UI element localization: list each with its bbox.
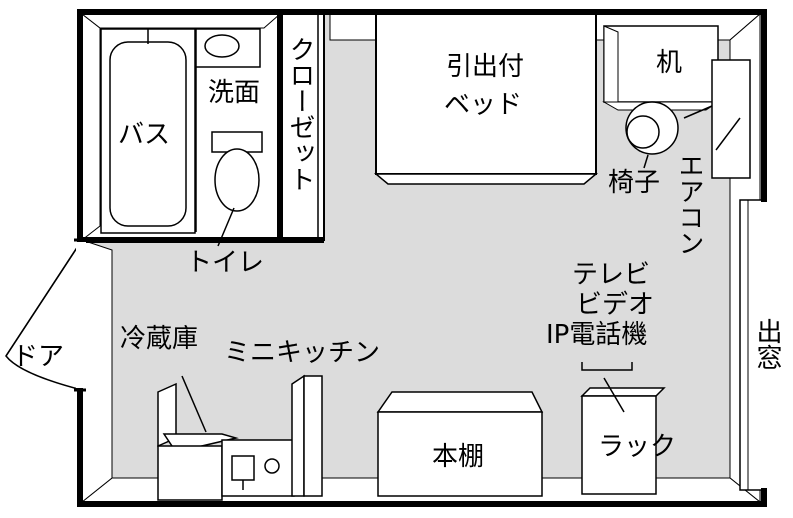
aircon-leader-2 [715, 117, 741, 151]
aircon-leader-1 [683, 105, 713, 119]
door-opening [76, 242, 86, 388]
desk [603, 25, 719, 103]
aircon-label: エアコン [674, 152, 704, 256]
bed-drawer [373, 173, 599, 185]
rack-front [581, 395, 657, 495]
chair-leader [643, 154, 649, 169]
bath-trim-left [81, 12, 101, 242]
toilet-bowl [214, 148, 260, 212]
wall-trim-left [81, 239, 113, 504]
tv-label-line3: IP電話機 [546, 320, 648, 350]
bookshelf-front [377, 411, 543, 497]
door-label: ドア [12, 342, 65, 372]
bath-trim-top [80, 13, 282, 29]
tv-bracket [581, 362, 633, 371]
air-conditioner [711, 59, 751, 179]
desk-side [603, 25, 619, 103]
chair-label: 椅子 [608, 168, 661, 198]
rack-leader [603, 377, 625, 413]
bookshelf-top [376, 391, 544, 413]
bed-label-line2: ベッド [444, 90, 523, 120]
washbasin-label: 洗面 [208, 78, 261, 108]
window-opening [760, 202, 768, 488]
kitchen-cabinet-side [291, 374, 305, 497]
tv-label-line2: ビデオ [576, 290, 655, 320]
bath-label: バス [118, 120, 171, 150]
fridge-front [157, 445, 223, 501]
fridge-leader [181, 375, 207, 433]
rack-label: ラック [598, 432, 677, 462]
desk-label: 机 [656, 48, 683, 78]
bed-label-line1: 引出付 [446, 52, 525, 82]
door-leaf [5, 239, 83, 357]
fridge-label: 冷蔵庫 [120, 324, 199, 354]
closet-label: クローゼット [285, 36, 315, 192]
kitchen-stove [264, 458, 280, 474]
toilet-label: トイレ [186, 248, 265, 278]
bookshelf-label: 本棚 [432, 442, 485, 472]
kitchen-label: ミニキッチン [224, 338, 381, 368]
bed-frame [375, 13, 597, 175]
tv-label-line1: テレビ [572, 260, 651, 290]
washbasin-bowl [204, 34, 240, 58]
kitchen-sink [231, 455, 255, 481]
kitchen-cabinet [303, 375, 323, 497]
chair-back [626, 115, 660, 149]
window-label: 出窓 [752, 318, 782, 370]
rack-top [580, 387, 666, 397]
